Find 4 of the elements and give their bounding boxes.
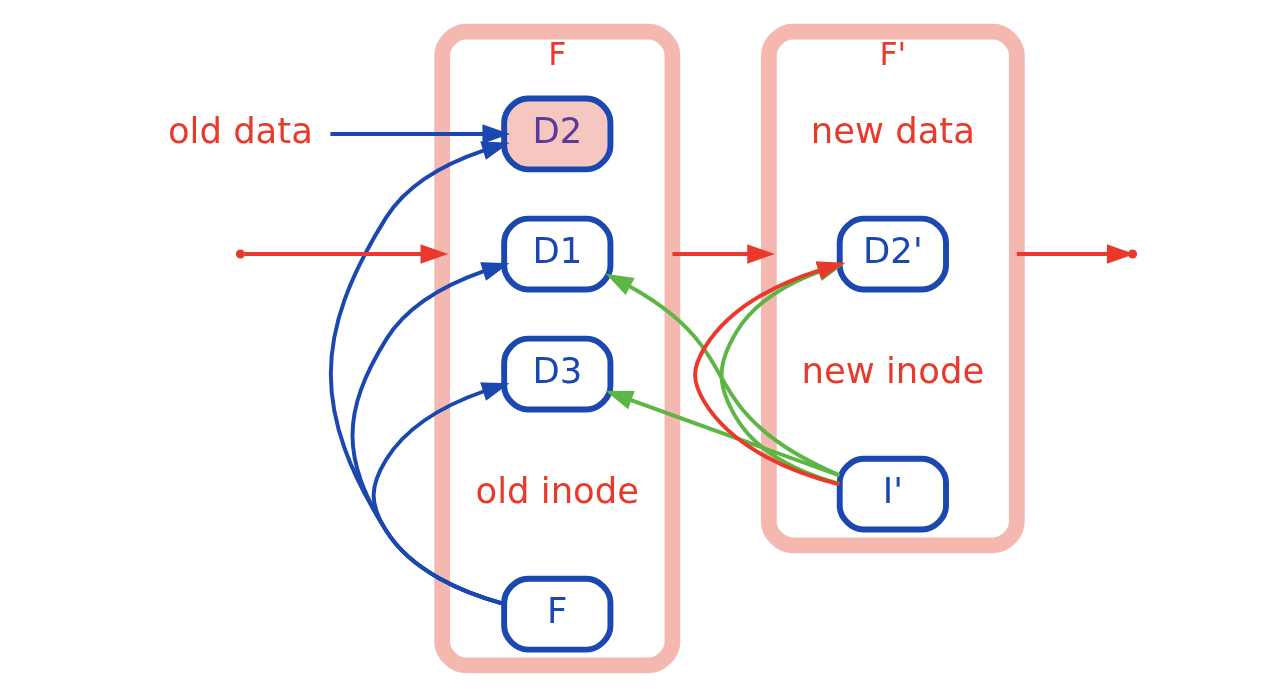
node-label: new inode [801,349,984,391]
node-label: new data [810,109,975,151]
node-label: old inode [475,469,639,511]
node-text: old data [167,109,313,151]
